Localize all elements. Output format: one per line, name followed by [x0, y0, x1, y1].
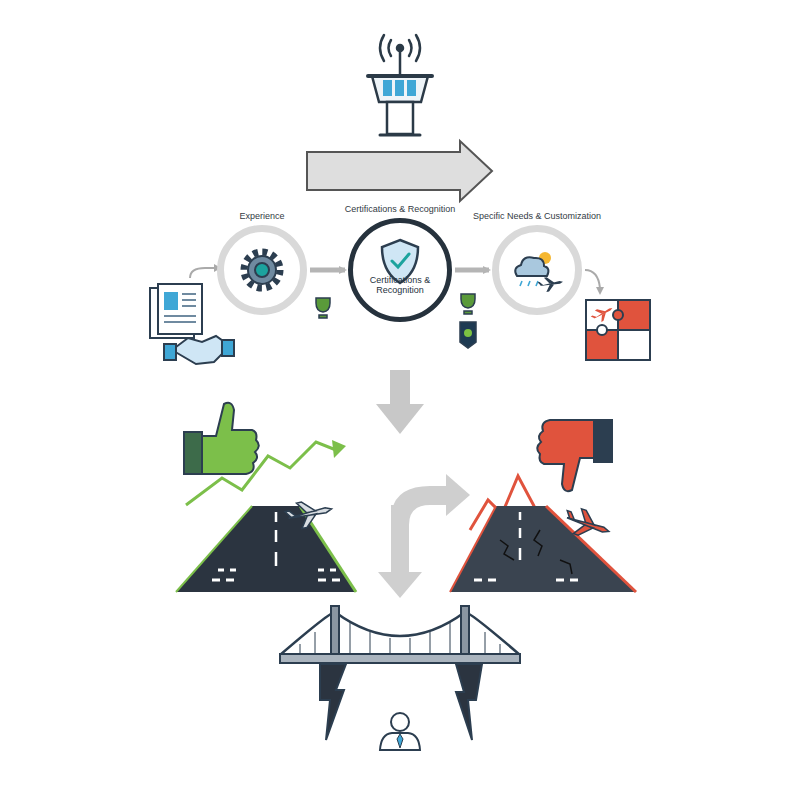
thumbs-up — [184, 403, 259, 474]
runway — [176, 506, 356, 592]
cracked-runway — [450, 506, 636, 592]
control-tower — [368, 35, 432, 135]
big-arrow — [307, 141, 492, 201]
growth-line — [186, 442, 336, 505]
documents-handshake — [150, 284, 234, 364]
process-circle: Specific Needs & Customization — [492, 225, 582, 315]
bridge — [280, 606, 520, 740]
plane — [561, 505, 613, 544]
weather-icon — [515, 252, 564, 293]
down-arrow — [376, 370, 424, 434]
node-label: Certifications & Recognition — [363, 275, 438, 296]
process-circle: Certifications & RecognitionCertificatio… — [348, 218, 452, 322]
node-heading: Experience — [239, 211, 284, 221]
node-heading: Specific Needs & Customization — [473, 211, 601, 221]
plane — [284, 496, 334, 531]
process-circle: Experience — [217, 225, 307, 315]
person-icon — [380, 713, 420, 750]
thumbs-down — [537, 420, 612, 491]
puzzle-icon — [586, 300, 650, 360]
gear-icon — [244, 252, 280, 288]
connector-arrow — [455, 268, 489, 273]
connector-arrow — [310, 268, 345, 273]
node-heading: Certifications & Recognition — [345, 204, 456, 214]
